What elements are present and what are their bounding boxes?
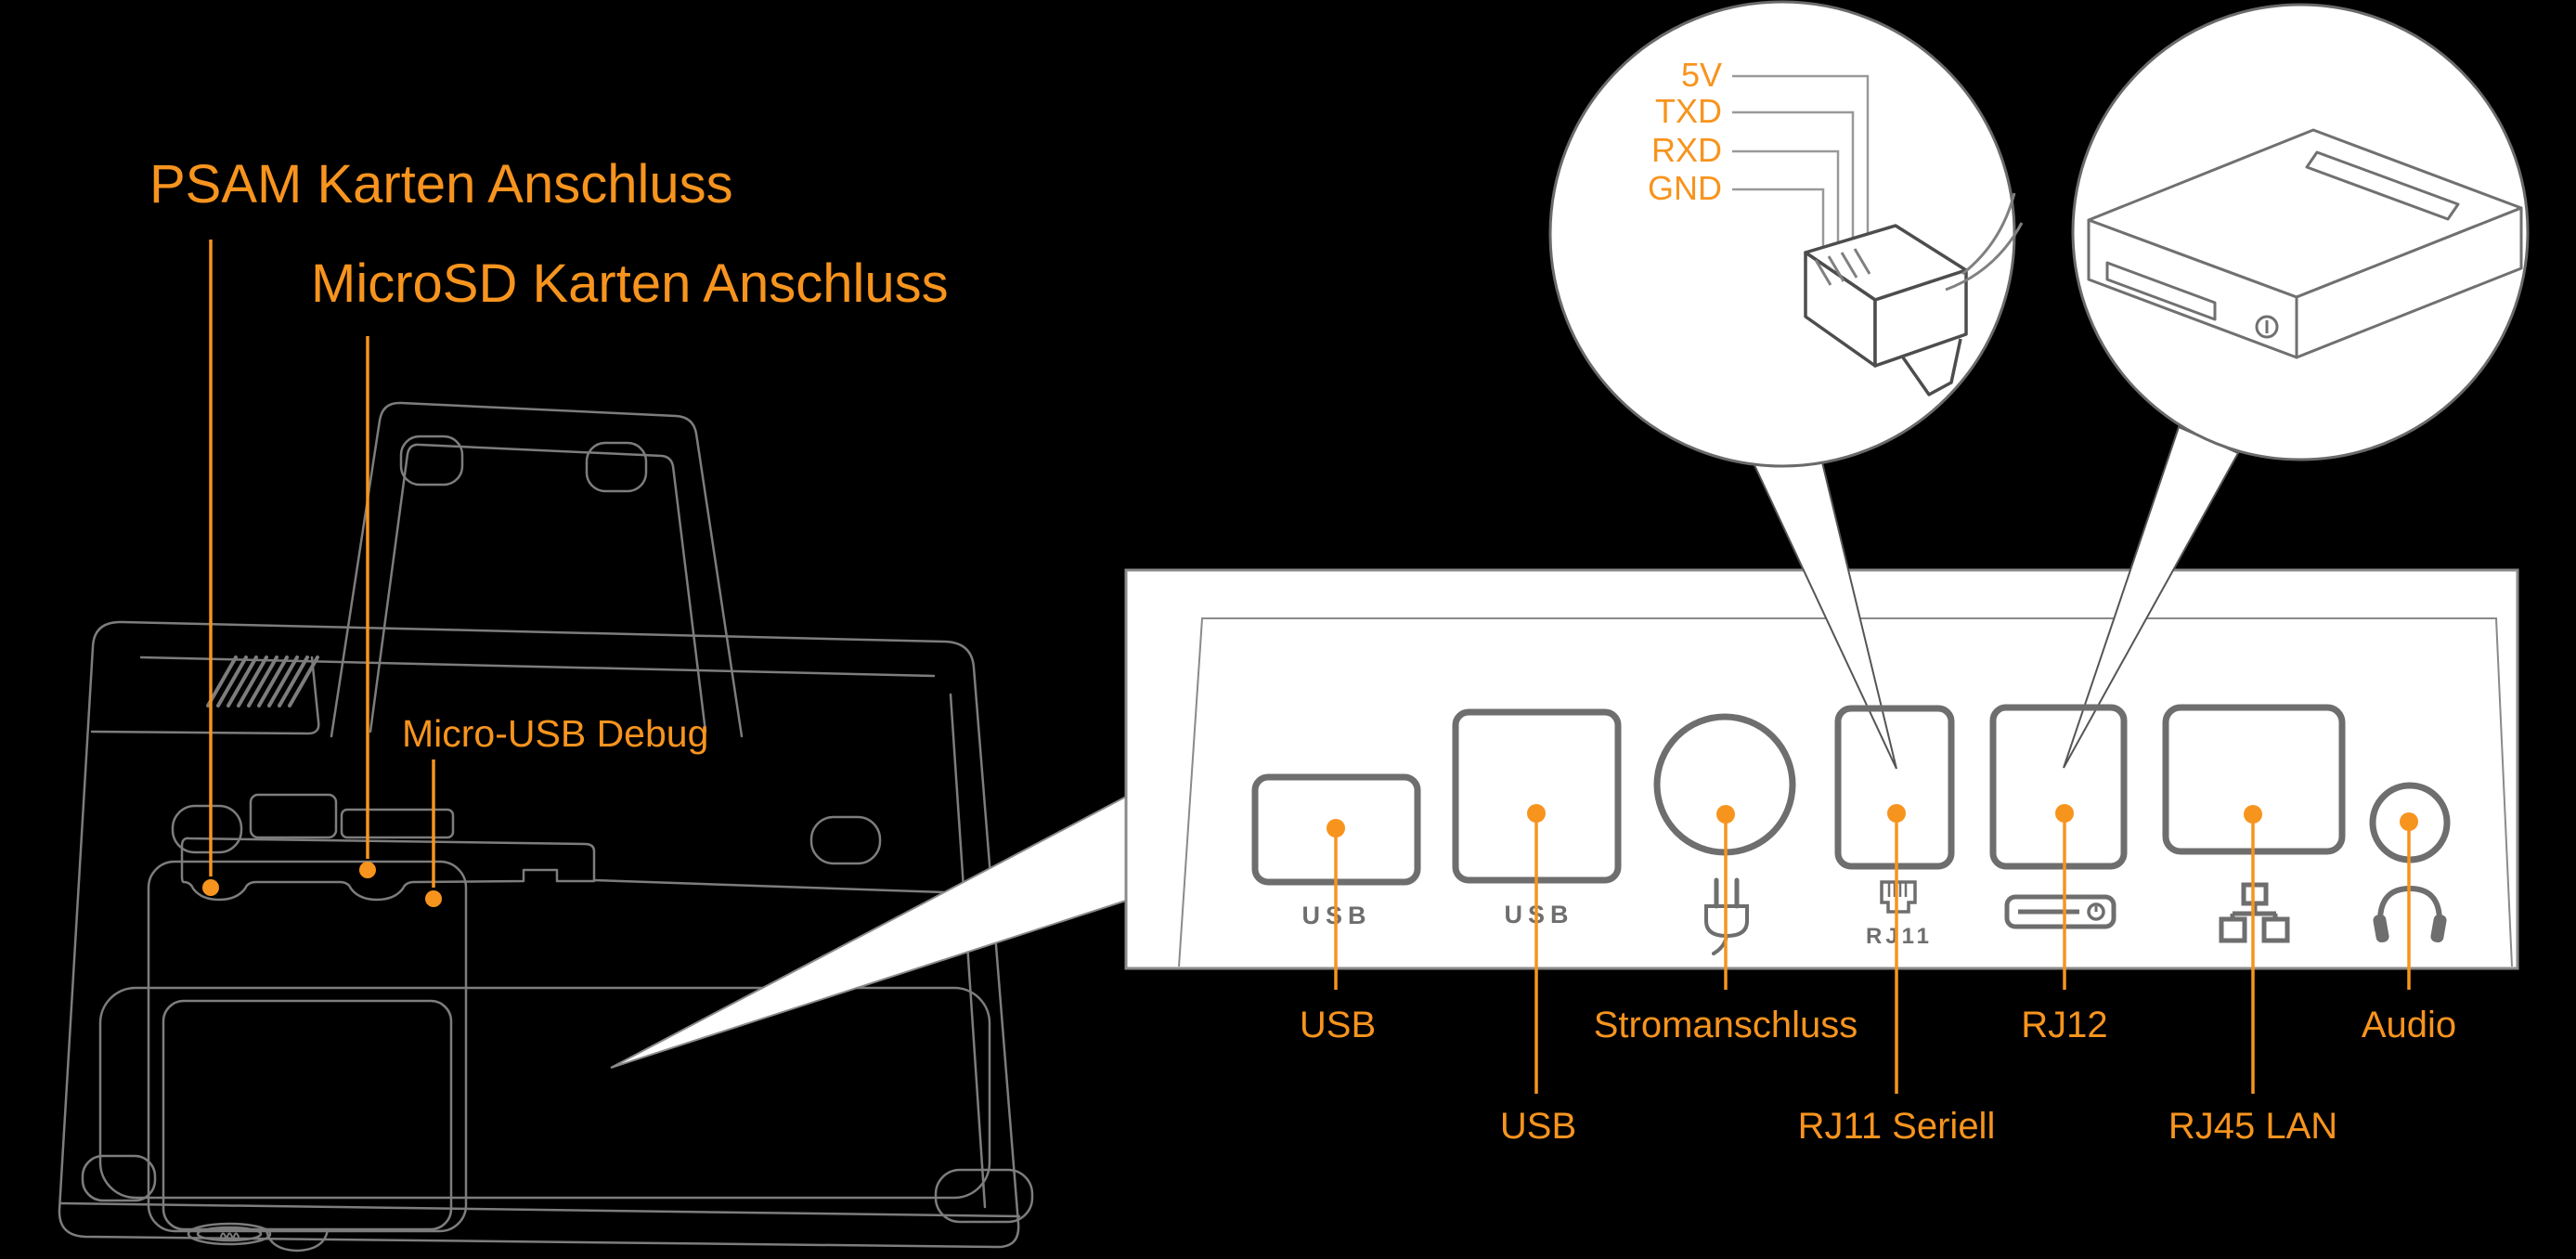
pin-label-gnd: GND (1648, 169, 1722, 207)
rj11-mark: RJ11 (1866, 924, 1933, 949)
slot-center-tab (340, 808, 455, 839)
speaker-panel-edge (90, 655, 320, 735)
psam-label: PSAM Karten Anschluss (149, 154, 733, 214)
panel-pointer-wedge (610, 795, 1127, 1069)
label-rj45-lan: RJ45 LAN (2168, 1106, 2337, 1147)
stand-cutout-right (585, 441, 648, 493)
recess-upper-line (592, 878, 973, 895)
foot-mid-left (171, 804, 243, 854)
callout-cash-drawer (2071, 3, 2530, 461)
foot-bottom-right (934, 1168, 1034, 1224)
door-thumb-bump (265, 1227, 330, 1253)
panel-port-labels: USB Stromanschluss RJ12 Audio USB RJ11 S… (1300, 1005, 2456, 1147)
pin-label-rxd: RXD (1651, 131, 1722, 169)
terminal-back-drawing (58, 401, 1034, 1253)
rj11-connector-drawing (1804, 192, 2024, 396)
speaker-grille (206, 655, 319, 707)
pin-wires (1732, 74, 1870, 251)
base-platform (98, 986, 991, 1200)
rj11-jack-icon (1880, 880, 1917, 914)
port-rj12 (1989, 704, 2128, 870)
card-slot-band (180, 837, 596, 902)
bottom-oval-button-inner (196, 1226, 263, 1242)
stand-cutout-left (399, 435, 464, 487)
terminal-body-outline (58, 620, 1020, 1249)
label-usb-small: USB (1300, 1005, 1376, 1045)
port-panel (1124, 568, 2519, 970)
pin-label-5v: 5V (1681, 56, 1722, 94)
label-rj12: RJ12 (2021, 1005, 2107, 1045)
label-audio: Audio (2362, 1005, 2456, 1045)
panel-dots (1327, 804, 2418, 837)
foot-mid-right (809, 815, 882, 865)
cash-drawer-illustration (2087, 128, 2523, 359)
port-rj11 (1834, 705, 1955, 870)
pin-label-txd: TXD (1655, 92, 1722, 130)
label-rj11-seriell: RJ11 Seriell (1798, 1106, 1996, 1147)
label-stromanschluss: Stromanschluss (1594, 1005, 1858, 1045)
device-annotations: PSAM Karten Anschluss MicroSD Karten Ans… (149, 154, 949, 907)
microsd-label: MicroSD Karten Anschluss (311, 253, 949, 314)
foot-bottom-left (81, 1154, 157, 1202)
usb-large-mark: USB (1504, 901, 1573, 928)
stand-outline (330, 401, 744, 738)
front-bezel-line (59, 1201, 1021, 1218)
micro-usb-debug-dot (425, 890, 442, 907)
serial-slot-icon (2004, 894, 2116, 929)
psam-slot-cover (249, 793, 338, 839)
stand-inner-outline (369, 443, 707, 733)
usb-small-mark: USB (1301, 902, 1371, 929)
micro-usb-debug-label: Micro-USB Debug (402, 712, 708, 755)
bottom-oval-button (187, 1222, 272, 1246)
bottom-oval-glyph (220, 1232, 239, 1238)
callout-rj11-pinout: 5V TXD RXD GND (1548, 0, 2024, 468)
panel-leaders (1334, 813, 2411, 1094)
callout-circle-rj11 (1548, 0, 2016, 468)
label-usb-large: USB (1500, 1106, 1576, 1147)
psam-dot (202, 879, 219, 896)
microsd-dot (359, 862, 376, 878)
card-compartment (147, 860, 468, 1233)
compartment-door (162, 999, 453, 1231)
